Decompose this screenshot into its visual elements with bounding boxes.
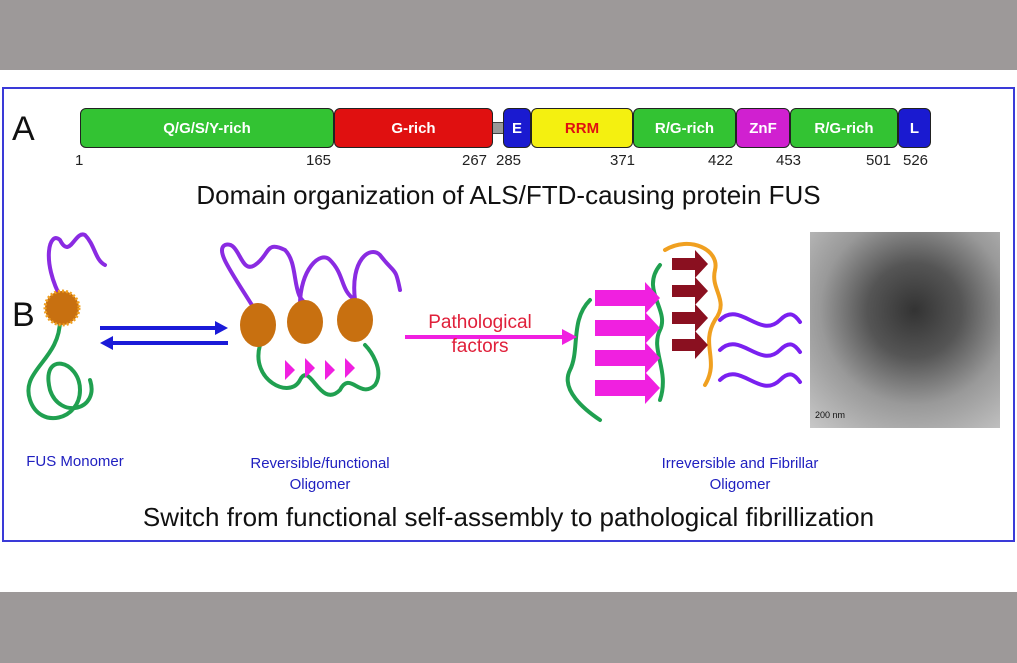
tem-micrograph	[810, 232, 1000, 428]
panel-b-letter: B	[12, 296, 35, 334]
panel-a-title: Domain organization of ALS/FTD-causing p…	[196, 180, 821, 210]
position-label: 453	[776, 152, 802, 169]
domain-rrm: RRM	[531, 108, 633, 148]
domain-g-rich: G-rich	[334, 108, 493, 148]
equilibrium-arrows	[100, 321, 228, 350]
fibril-label-2: Oligomer	[709, 476, 771, 493]
globular-domains	[43, 289, 373, 347]
oligomer-label-1: Reversible/functional	[250, 455, 390, 472]
fibril-label-1: Irreversible and Fibrillar	[661, 455, 819, 472]
position-label: 526	[903, 152, 929, 169]
position-label: 422	[708, 152, 734, 169]
position-label: 1	[75, 152, 84, 169]
position-label: 501	[866, 152, 892, 169]
oligomer-idr	[219, 242, 402, 312]
domain-qgsy: Q/G/S/Y-rich	[80, 108, 334, 148]
fibril-core	[663, 241, 723, 387]
fibril-beta-sheets	[595, 282, 660, 404]
domain-e: E	[503, 108, 531, 148]
fibril-tail	[565, 263, 665, 422]
oligomer-label: Reversible/functional Oligomer	[220, 455, 420, 493]
domain-rg-rich-1: R/G-rich	[633, 108, 736, 148]
monomer-tail	[26, 318, 94, 420]
fibril-dark-arrows	[672, 250, 708, 359]
position-label: 267	[462, 152, 488, 169]
panel-b-title: Switch from functional self-assembly to …	[142, 502, 875, 532]
fibril-label: Irreversible and Fibrillar Oligomer	[630, 455, 850, 493]
position-label: 371	[610, 152, 636, 169]
factors-line-2: factors	[451, 336, 509, 357]
factors-line-1: Pathological	[428, 312, 532, 333]
scale-bar-label: 200 nm	[815, 410, 846, 420]
monomer-idr	[46, 232, 107, 302]
position-label: 165	[306, 152, 332, 169]
pathological-factors-label: Pathological factors	[405, 311, 555, 359]
factors-arrow	[405, 329, 577, 345]
oligomer-label-2: Oligomer	[289, 476, 351, 493]
fibril-idr	[718, 312, 802, 388]
oligomer-tail	[256, 343, 381, 397]
domain-l: L	[898, 108, 931, 148]
position-label: 285	[496, 152, 522, 169]
domain-rg-rich-2: R/G-rich	[790, 108, 898, 148]
monomer-label: FUS Monomer	[26, 453, 124, 470]
domain-znf: ZnF	[736, 108, 790, 148]
oligomer-beta-arrows	[285, 358, 355, 380]
panel-a-letter: A	[12, 110, 35, 148]
